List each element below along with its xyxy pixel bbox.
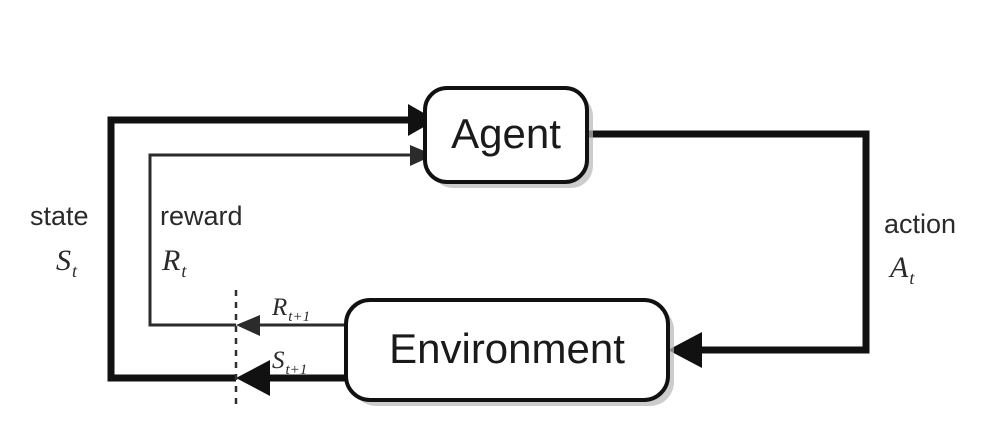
state-flow-line [107,116,410,382]
reward-label-word: reward [160,201,243,231]
reward-flow-line [148,153,412,327]
reward-arrowhead-icon [410,145,434,166]
next-state-arrowhead-icon [236,360,270,396]
environment-label: Environment [389,325,625,372]
next-state-label: St+1 [272,347,307,378]
action-flow-line [588,130,870,354]
action-label-word: action [884,209,956,239]
agent-label: Agent [451,110,561,157]
action-label-symbol: At [888,251,915,288]
next-reward-arrowhead-icon [236,315,260,336]
next-reward-label: Rt+1 [271,294,310,325]
environment-box[interactable] [344,298,670,402]
state-arrowhead-icon [408,104,436,136]
reward-label-symbol: Rt [161,244,187,281]
state-label-word: state [30,201,89,231]
agent-box[interactable] [423,86,589,184]
state-label-symbol: St [56,244,78,281]
action-arrowhead-icon [668,332,702,368]
